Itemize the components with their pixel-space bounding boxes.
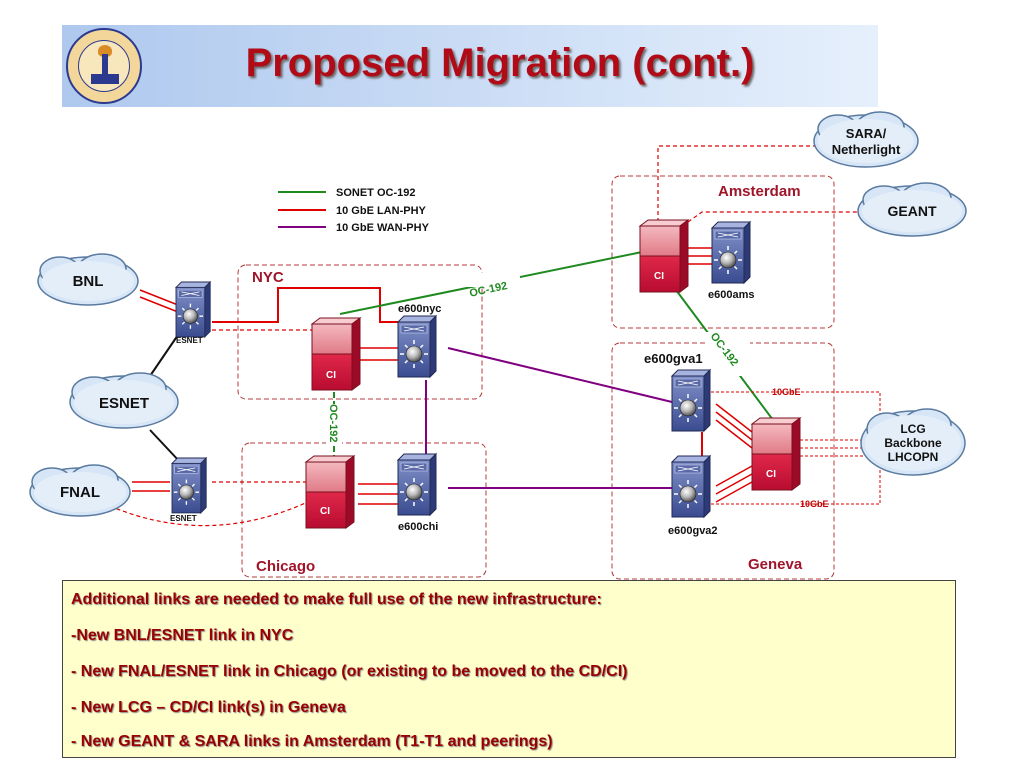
bnl-cloud: BNL [37, 253, 139, 306]
lcg-label-line2: Backbone [884, 436, 942, 450]
sara-label-line1: SARA/ [846, 126, 887, 141]
e600ams-label: e600ams [708, 289, 755, 301]
link-ci-chi-e600chi [358, 483, 398, 505]
link-fnal-ci-chi-dashed [109, 499, 313, 527]
ci-chi-server-icon: CI [305, 455, 355, 529]
bnl-label: BNL [73, 273, 104, 290]
e600gva1-label: e600gva1 [644, 351, 703, 366]
link-bnl-esnet [139, 289, 179, 313]
link-wan-e600nyc-e600gva1 [447, 347, 673, 403]
link-gva2-ci-gva [715, 465, 753, 503]
e600chi-switch-icon: e600chi [397, 453, 438, 533]
link-fnal-esnet [132, 481, 170, 492]
geant-label: GEANT [888, 203, 937, 219]
page-title: Proposed Migration (cont.) [245, 41, 755, 85]
e600gva2-switch-icon: e600gva2 [668, 455, 718, 537]
e600chi-label: e600chi [398, 521, 438, 533]
link-ams-geant-dashed [687, 211, 868, 223]
lcg-label-line3: LHCOPN [888, 450, 939, 464]
region-label-chicago: Chicago [256, 558, 315, 575]
note-line-2: - New FNAL/ESNET link in Chicago (or exi… [71, 663, 628, 680]
e600ams-switch-icon: e600ams [708, 221, 755, 301]
link-ci-ams-e600ams [688, 247, 712, 265]
esnet-nyc-switch-icon: ESNET [175, 281, 211, 345]
link-esnet-cloud-to-esnet-chi [149, 429, 181, 463]
oc192-label-nyc-chi: OC-192 [327, 404, 339, 443]
e600nyc-switch-icon: e600nyc [397, 303, 441, 378]
caltech-seal-logo [66, 28, 142, 104]
ci-ams-label: CI [654, 271, 664, 282]
clouds: BNL ESNET FNAL SARA/ Netherlight [29, 111, 967, 517]
ci-nyc-server-icon: CI [311, 317, 361, 391]
esnet-nyc-label: ESNET [176, 336, 203, 345]
link-10gbe-bottom [706, 462, 881, 505]
sara-cloud: SARA/ Netherlight [813, 111, 919, 168]
region-label-geneva: Geneva [748, 556, 803, 573]
region-nyc: NYC [237, 264, 483, 400]
legend-label-wan: 10 GbE WAN-PHY [336, 222, 430, 234]
region-chicago: Chicago [241, 442, 487, 578]
devices: ESNET ESNET CI e600nyc CI e600chi [170, 219, 801, 537]
torch-flame-icon [98, 45, 112, 57]
book-icon [91, 74, 119, 84]
esnet-cloud: ESNET [69, 372, 179, 429]
note-line-0: Additional links are needed to make full… [71, 591, 602, 608]
ci-ams-server-icon: CI [639, 219, 689, 293]
ci-gva-server-icon: CI [751, 417, 801, 491]
lcg-cloud: LCG Backbone LHCOPN [860, 408, 966, 476]
fnal-cloud: FNAL [29, 464, 131, 517]
link-esnet-nyc-e600nyc [212, 287, 398, 323]
torch-icon [102, 54, 108, 76]
link-esnet-cloud-to-esnet-nyc [149, 331, 181, 377]
note-line-3: - New LCG – CD/CI link(s) in Geneva [71, 699, 346, 716]
link-ci-nyc-e600nyc [360, 347, 398, 361]
tengbe-label-top: 10GbE [772, 387, 801, 397]
note-line-4: - New GEANT & SARA links in Amsterdam (T… [71, 733, 553, 750]
ci-gva-label: CI [766, 469, 776, 480]
esnet-chi-switch-icon: ESNET [170, 457, 207, 523]
e600nyc-label: e600nyc [398, 303, 441, 315]
e600gva2-label: e600gva2 [668, 525, 718, 537]
legend-label-sonet: SONET OC-192 [336, 187, 415, 199]
ci-chi-label: CI [320, 506, 330, 517]
legend: SONET OC-192 10 GbE LAN-PHY 10 GbE WAN-P… [278, 187, 430, 234]
notes-box: Additional links are needed to make full… [62, 580, 956, 758]
note-line-1: -New BNL/ESNET link in NYC [71, 627, 294, 644]
title-bar: Proposed Migration (cont.) [62, 25, 878, 107]
esnet-chi-label: ESNET [170, 514, 197, 523]
lcg-label-line1: LCG [900, 422, 925, 436]
link-ams-sara-dashed [657, 145, 820, 222]
tengbe-label-bottom: 10GbE [800, 499, 829, 509]
region-label-amsterdam: Amsterdam [718, 183, 801, 200]
ci-nyc-label: CI [326, 370, 336, 381]
region-amsterdam: Amsterdam [611, 175, 835, 329]
fnal-label: FNAL [60, 484, 100, 501]
region-label-nyc: NYC [252, 269, 284, 286]
link-ci-gva-lcg-dashed [800, 439, 866, 457]
region-geneva: Geneva [611, 342, 835, 580]
geant-cloud: GEANT [857, 182, 967, 237]
link-gva1-ci-gva [715, 403, 753, 449]
sara-label-line2: Netherlight [832, 142, 901, 157]
esnet-cloud-label: ESNET [99, 395, 149, 412]
e600gva1-switch-icon: e600gva1 [644, 351, 711, 432]
seal-inner-ring [78, 40, 130, 92]
legend-label-lan: 10 GbE LAN-PHY [336, 205, 427, 217]
